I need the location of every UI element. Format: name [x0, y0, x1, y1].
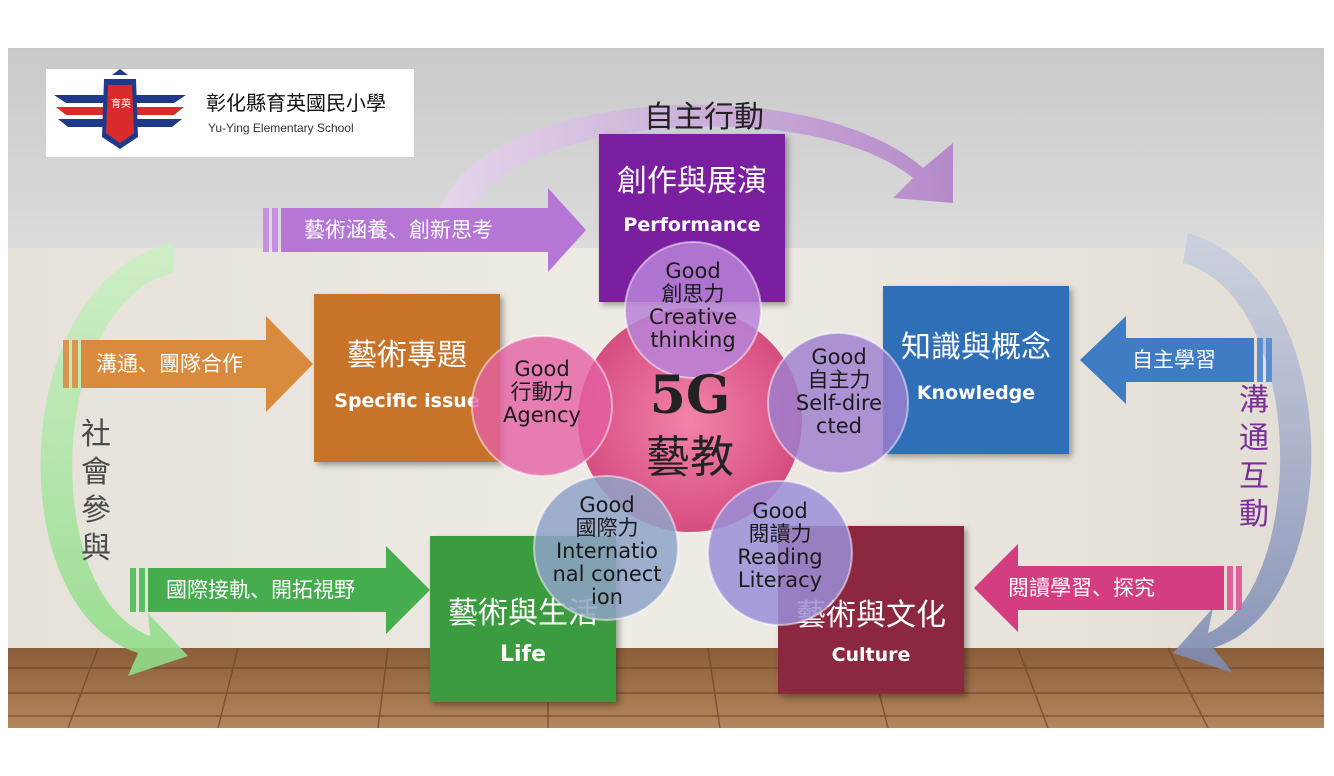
circle-self-good: Good [811, 345, 867, 369]
circle-reading [707, 480, 853, 626]
box-performance-en: Performance [623, 214, 761, 236]
circle-self-en: Self-directed [795, 391, 883, 438]
box-life-en: Life [499, 642, 547, 667]
circle-agency-en: Agency [503, 403, 581, 427]
box-knowledge-en: Knowledge [916, 382, 1036, 404]
left-vertical-char: 與 [81, 531, 111, 566]
box-culture-en: Culture [831, 644, 911, 666]
circle-creative-zh: 創思力 [661, 282, 725, 306]
right-curved-arrow [1173, 233, 1312, 673]
center-title-art-education: 藝教 [646, 432, 734, 483]
box-specific-issue-en: Specific issue [334, 390, 480, 412]
box-specific-issue: 藝術專題 Specific issue [314, 294, 500, 462]
circle-international-good: Good [579, 493, 635, 517]
arrow-label-reading-inquiry: 閱讀學習、探究 [1008, 576, 1155, 600]
right-vertical-char: 互 [1239, 459, 1269, 494]
school-name-zh: 彰化縣育英國民小學 [206, 91, 386, 115]
right-vertical-char: 通 [1239, 421, 1269, 456]
circle-self-text: Good 自主力 Self-directed [794, 346, 884, 438]
arrow-label-art-literacy: 藝術涵養、創新思考 [304, 218, 493, 242]
circle-international-en: International conection [552, 539, 662, 609]
circle-self-zh: 自主力 [807, 368, 871, 392]
circle-reading-en: Reading Literacy [737, 545, 823, 592]
top-straight-arrow [263, 188, 586, 272]
arrow-label-self-learning: 自主學習 [1132, 348, 1216, 372]
circle-layer [471, 241, 909, 626]
label-autonomous-action: 自主行動 [644, 100, 764, 135]
left-vertical-char: 參 [81, 493, 111, 528]
center-title-5g: 5G [649, 365, 731, 426]
right-vertical-char: 動 [1239, 497, 1269, 532]
left-straight-arrow [63, 316, 313, 412]
box-knowledge-zh: 知識與概念 [901, 330, 1051, 365]
circle-international [533, 475, 679, 621]
bottom-right-straight-arrow [974, 544, 1242, 632]
left-vertical-char: 會 [81, 455, 111, 490]
school-logo: 育英 彰化縣育英國民小學 Yu-Ying Elementary School [46, 69, 414, 157]
box-performance-zh: 創作與展演 [617, 164, 767, 199]
circle-agency-good: Good [514, 357, 570, 381]
box-knowledge: 知識與概念 Knowledge [883, 286, 1069, 454]
circle-international-zh: 國際力 [575, 516, 639, 540]
circle-creative [624, 241, 762, 379]
top-curved-arrow [438, 104, 953, 218]
emblem-text: 育英 [111, 99, 131, 110]
center-circle [578, 308, 802, 532]
circle-reading-good: Good [752, 499, 808, 523]
circle-self-directed [767, 332, 909, 474]
left-vertical-char: 社 [81, 417, 111, 452]
right-vertical-char: 溝 [1239, 383, 1269, 418]
circle-agency-zh: 行動力 [510, 380, 574, 404]
circle-reading-text: Good 閱讀力 Reading Literacy [730, 500, 830, 592]
circle-international-text: Good 國際力 International conection [552, 494, 662, 609]
school-emblem-icon [54, 69, 186, 149]
school-name-en: Yu-Ying Elementary School [208, 121, 354, 135]
arrow-label-international: 國際接軌、開拓視野 [166, 578, 355, 602]
circle-creative-en: Creative thinking [648, 305, 738, 352]
box-specific-issue-zh: 藝術專題 [347, 338, 467, 373]
diagram-slide: 育英 彰化縣育英國民小學 Yu-Ying Elementary School 自… [8, 48, 1324, 728]
circle-creative-text: Good 創思力 Creative thinking [633, 260, 753, 352]
circle-creative-good: Good [665, 259, 721, 283]
bottom-left-straight-arrow [130, 546, 430, 634]
circle-agency-text: Good 行動力 Agency [492, 358, 592, 427]
arrow-label-communication-teamwork: 溝通、團隊合作 [96, 352, 243, 376]
circle-reading-zh: 閱讀力 [748, 522, 812, 546]
circle-agency [471, 335, 613, 477]
right-straight-arrow [1080, 316, 1272, 404]
